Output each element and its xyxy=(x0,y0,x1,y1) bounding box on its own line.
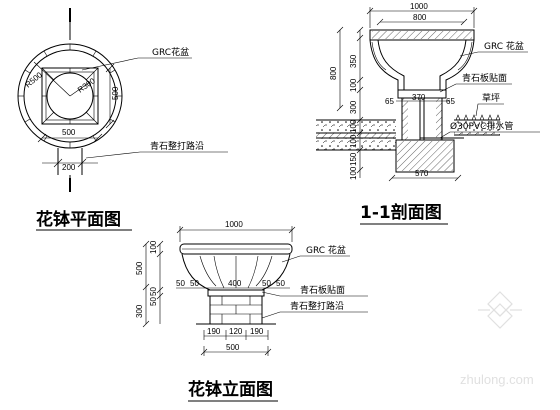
elev-dim-120: 120 xyxy=(229,327,243,336)
elev-dim-50-b: 50 xyxy=(149,297,158,306)
dim-65-left: 65 xyxy=(385,97,394,106)
elev-rim xyxy=(179,243,293,255)
leader-section-grc xyxy=(459,51,528,57)
elevation-title: 花钵立面图 xyxy=(188,379,273,400)
dim-500-right: 500 xyxy=(111,86,120,100)
leader-elev-grc xyxy=(281,255,350,263)
dim-500-bottom: 500 xyxy=(62,128,76,137)
elev-dim-1000: 1000 xyxy=(225,220,243,229)
leader-edge xyxy=(85,151,228,159)
section-title: 1-1剖面图 xyxy=(360,202,442,223)
watermark-logo-icon xyxy=(478,291,522,329)
dim-370: 370 xyxy=(412,93,426,102)
elev-dim-50-c: 50 xyxy=(176,279,185,288)
label-elev-slab: 青石板贴面 xyxy=(300,284,345,296)
dim-top-1000: 1000 xyxy=(410,2,428,11)
watermark-text: zhulong.com xyxy=(460,372,534,387)
dim-150: 150 xyxy=(349,152,358,166)
label-section-grc: GRC 花盆 xyxy=(484,40,524,52)
label-section-slab: 青石板贴面 xyxy=(462,72,507,84)
elev-dim-50-e: 50 xyxy=(262,279,271,288)
label-elev-grc: GRC 花盆 xyxy=(306,244,346,256)
elev-dim-100: 100 xyxy=(149,240,158,254)
elev-slab xyxy=(207,289,265,297)
footing xyxy=(395,139,455,173)
elev-dim-400: 400 xyxy=(228,279,242,288)
dim-570: 570 xyxy=(415,169,429,178)
label-grc-pot: GRC花盆 xyxy=(152,46,189,58)
plan-view: R500 R300 500 500 200 GRC花盆 青石整打路沿 花钵平面图 xyxy=(17,8,228,231)
elev-dim-190-b: 190 xyxy=(250,327,264,336)
elev-dim-500: 500 xyxy=(135,261,144,275)
label-lawn: 草坪 xyxy=(482,92,500,104)
dim-65-right: 65 xyxy=(446,97,455,106)
bowl-rim xyxy=(369,29,475,41)
grass-symbol xyxy=(455,114,501,121)
dim-top-800: 800 xyxy=(413,13,427,22)
dim-r500: R500 xyxy=(24,70,45,90)
dim-300: 300 xyxy=(349,100,358,114)
elev-dim-190-a: 190 xyxy=(207,327,221,336)
leader-elev-slab xyxy=(261,291,368,297)
leader-lawn xyxy=(475,103,504,117)
label-elev-edge: 青石整打路沿 xyxy=(290,300,344,312)
dim-100-b: 100 xyxy=(349,119,358,133)
leader-elev-edge xyxy=(261,311,368,319)
bowl-left-wall xyxy=(369,39,399,90)
leader-section-slab xyxy=(439,83,512,93)
watermark: zhulong.com xyxy=(460,291,534,387)
plan-title: 花钵平面图 xyxy=(36,209,121,230)
dim-350: 350 xyxy=(349,54,358,68)
leader-pipe xyxy=(439,131,540,139)
elev-dim-50-d: 50 xyxy=(190,279,199,288)
elev-dim-300: 300 xyxy=(135,304,144,318)
elev-dim-50-a: 50 xyxy=(149,287,158,296)
dim-100-c: 100 xyxy=(349,134,358,148)
label-edge-stone: 青石整打路沿 xyxy=(150,140,204,152)
label-pipe: Ø30PVC排水管 xyxy=(450,120,513,132)
bowl-right-wall xyxy=(445,39,475,90)
section-view: 1000 800 xyxy=(316,2,540,225)
elev-dim-500-bottom: 500 xyxy=(226,343,240,352)
elevation-view: 1000 500 xyxy=(135,220,368,402)
dim-800: 800 xyxy=(329,66,338,80)
dim-200: 200 xyxy=(62,163,76,172)
leader-grc xyxy=(81,57,192,71)
dim-100-a: 100 xyxy=(349,78,358,92)
elev-dim-50-f: 50 xyxy=(276,279,285,288)
dim-100-d: 100 xyxy=(349,166,358,180)
